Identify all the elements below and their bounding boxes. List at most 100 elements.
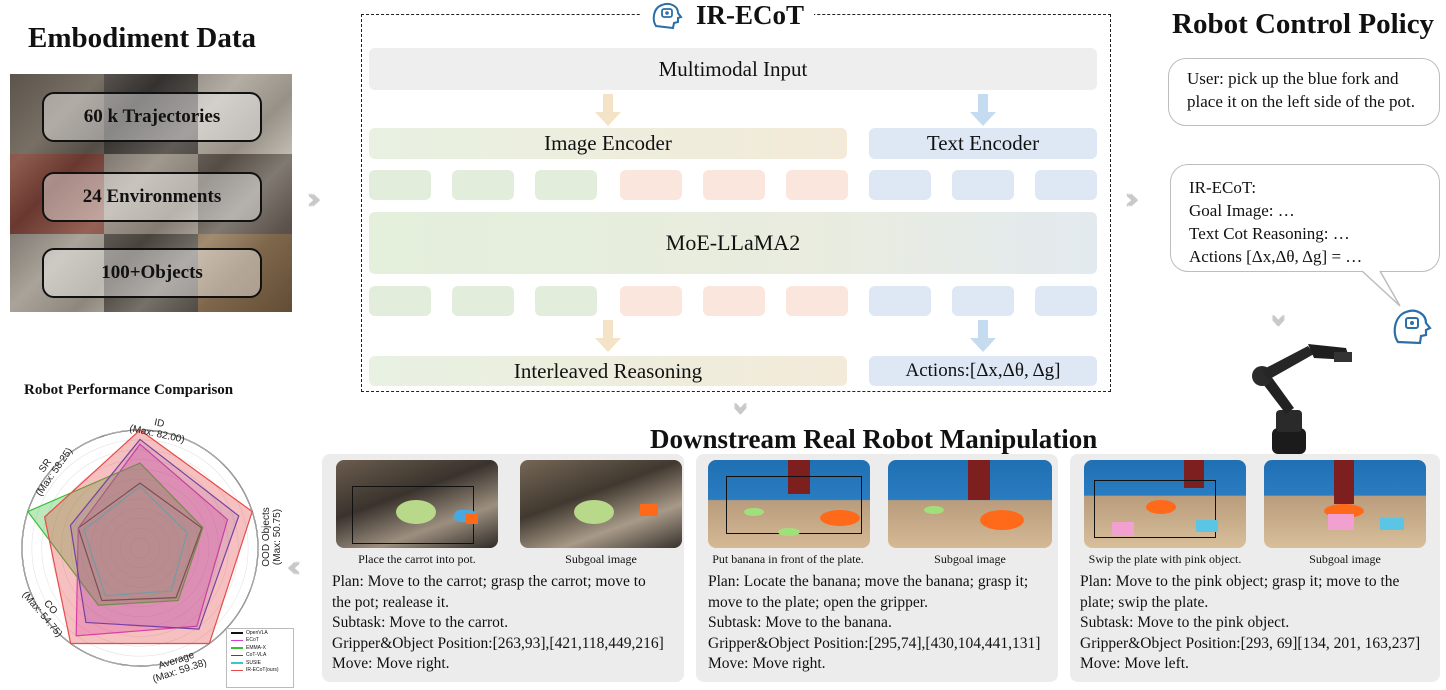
radar-series-openvla	[77, 482, 203, 602]
task-panel-2: Put banana in front of the plate. Subgoa…	[696, 454, 1058, 682]
embodiment-image-collage: 60 k Trajectories 24 Environments 100+Ob…	[10, 74, 292, 312]
text-line: Plan: Move to the carrot; grasp the carr…	[332, 573, 646, 590]
user-bubble: User: pick up the blue fork and place it…	[1168, 58, 1440, 126]
token	[952, 170, 1014, 200]
downstream-title: Downstream Real Robot Manipulation	[650, 424, 1098, 454]
subgoal-image	[520, 460, 682, 548]
radar-grid-ring	[70, 478, 210, 618]
text-line: plate; swip the plate.	[1080, 593, 1209, 611]
token	[786, 286, 848, 316]
radar-legend: OpenVLA ECoT EMMA-X CoT-VLA SUSIE IR-ECo…	[226, 628, 294, 688]
text-line: Subtask: Move to the banana.	[708, 614, 892, 631]
radar-grid-ring	[100, 508, 180, 588]
task-reasoning: Plan: Move to the carrot; grasp the carr…	[332, 572, 664, 675]
irecot-title: IR-ECoT	[696, 0, 805, 30]
task-caption: Swip the plate with pink object.	[1088, 552, 1242, 566]
legend-item: CoT-VLA	[227, 652, 293, 660]
text-encoder-block: Text Encoder	[869, 128, 1097, 159]
token	[1035, 170, 1097, 200]
task-caption: Place the carrot into pot.	[358, 552, 476, 566]
subgoal-caption: Subgoal image	[934, 552, 1006, 566]
radar-series-emma-x	[26, 462, 204, 606]
text-line: the pot; realease it.	[332, 593, 450, 611]
llm-block: MoE-LLaMA2	[369, 212, 1097, 274]
interleaved-reasoning-block: Interleaved Reasoning	[369, 356, 847, 386]
response-line: Goal Image: …	[1189, 201, 1295, 220]
multimodal-input-block: Multimodal Input	[369, 48, 1097, 90]
radar-series-cot-vla	[69, 438, 240, 630]
subgoal-image	[888, 460, 1052, 548]
chevron-right-icon: ›››	[306, 182, 322, 217]
task-caption: Put banana in front of the plate.	[712, 552, 864, 566]
objects-pill: 100+Objects	[42, 248, 262, 298]
robot-head-icon	[652, 3, 683, 30]
token	[869, 170, 931, 200]
task-image	[336, 460, 498, 548]
token	[369, 170, 431, 200]
legend-item: IR-ECoT(ours)	[227, 667, 293, 675]
radar-grid-ring	[110, 518, 170, 578]
arrow-down-icon	[595, 94, 621, 126]
radar-grid-ring	[120, 528, 160, 568]
radar-chart	[21, 429, 259, 667]
token	[869, 286, 931, 316]
task-reasoning: Plan: Move to the pink object; grasp it;…	[1080, 572, 1420, 675]
radar-grid-ring	[61, 469, 219, 627]
token	[535, 286, 597, 316]
robot-arm-icon	[1252, 344, 1352, 454]
text-line: Gripper&Object Position:[293, 69][134, 2…	[1080, 634, 1421, 652]
token	[703, 286, 765, 316]
robot-head-icon	[1393, 309, 1432, 345]
chevron-left-icon: ‹‹‹	[286, 550, 302, 585]
radar-series-ecot	[75, 443, 229, 637]
radar-series-ir-ecot-ours-	[43, 429, 253, 645]
radar-grid-ring	[41, 449, 239, 647]
text-line: Gripper&Object Position:[263,93],[421,11…	[332, 634, 664, 652]
subgoal-image	[1264, 460, 1426, 548]
user-line-1: User: pick up the blue fork and	[1187, 69, 1399, 88]
trajectories-pill: 60 k Trajectories	[42, 92, 262, 142]
token	[452, 286, 514, 316]
token	[620, 170, 682, 200]
subgoal-caption: Subgoal image	[1309, 552, 1381, 566]
token	[703, 170, 765, 200]
token	[1035, 286, 1097, 316]
legend-item: OpenVLA	[227, 629, 293, 637]
text-line: Subtask: Move to the pink object.	[1080, 614, 1290, 631]
token	[369, 286, 431, 316]
response-line: IR-ECoT:	[1189, 178, 1257, 197]
arrow-down-icon	[970, 320, 996, 352]
actions-block: Actions:[Δx,Δθ, Δg]	[869, 356, 1097, 386]
environments-pill: 24 Environments	[42, 172, 262, 222]
task-reasoning: Plan: Locate the banana; move the banana…	[708, 572, 1040, 675]
arrow-down-icon	[970, 94, 996, 126]
task-image	[708, 460, 870, 548]
token	[535, 170, 597, 200]
policy-title: Robot Control Policy	[1172, 8, 1435, 40]
task-panel-1: Place the carrot into pot. Subgoal image…	[322, 454, 684, 682]
response-line: Text Cot Reasoning: …	[1189, 224, 1350, 243]
chevron-right-icon: ›››	[1124, 182, 1140, 217]
text-line: Move: Move right.	[708, 655, 826, 672]
axis-label-ood: OOD Objects(Max: 50.75)	[261, 507, 283, 567]
task-image	[1084, 460, 1246, 548]
radar-series-susie	[83, 485, 188, 597]
subgoal-caption: Subgoal image	[565, 552, 637, 566]
text-line: move to the plate; open the gripper.	[708, 593, 928, 611]
arrow-down-icon	[595, 320, 621, 352]
token	[952, 286, 1014, 316]
text-line: Move: Move right.	[332, 655, 450, 672]
legend-item: SUSIE	[227, 659, 293, 667]
token	[620, 286, 682, 316]
chevron-down-icon: ›››	[1261, 312, 1297, 319]
text-line: Move: Move left.	[1080, 655, 1189, 672]
embodiment-title: Embodiment Data	[28, 22, 256, 54]
text-line: Plan: Locate the banana; move the banana…	[708, 573, 1029, 590]
irecot-header: IR-ECoT	[640, 0, 815, 30]
legend-item: EMMA-X	[227, 644, 293, 652]
text-line: Subtask: Move to the carrot.	[332, 614, 509, 631]
chevron-down-icon: ›››	[723, 400, 759, 407]
legend-item: ECoT	[227, 637, 293, 645]
token	[452, 170, 514, 200]
image-encoder-block: Image Encoder	[369, 128, 847, 159]
